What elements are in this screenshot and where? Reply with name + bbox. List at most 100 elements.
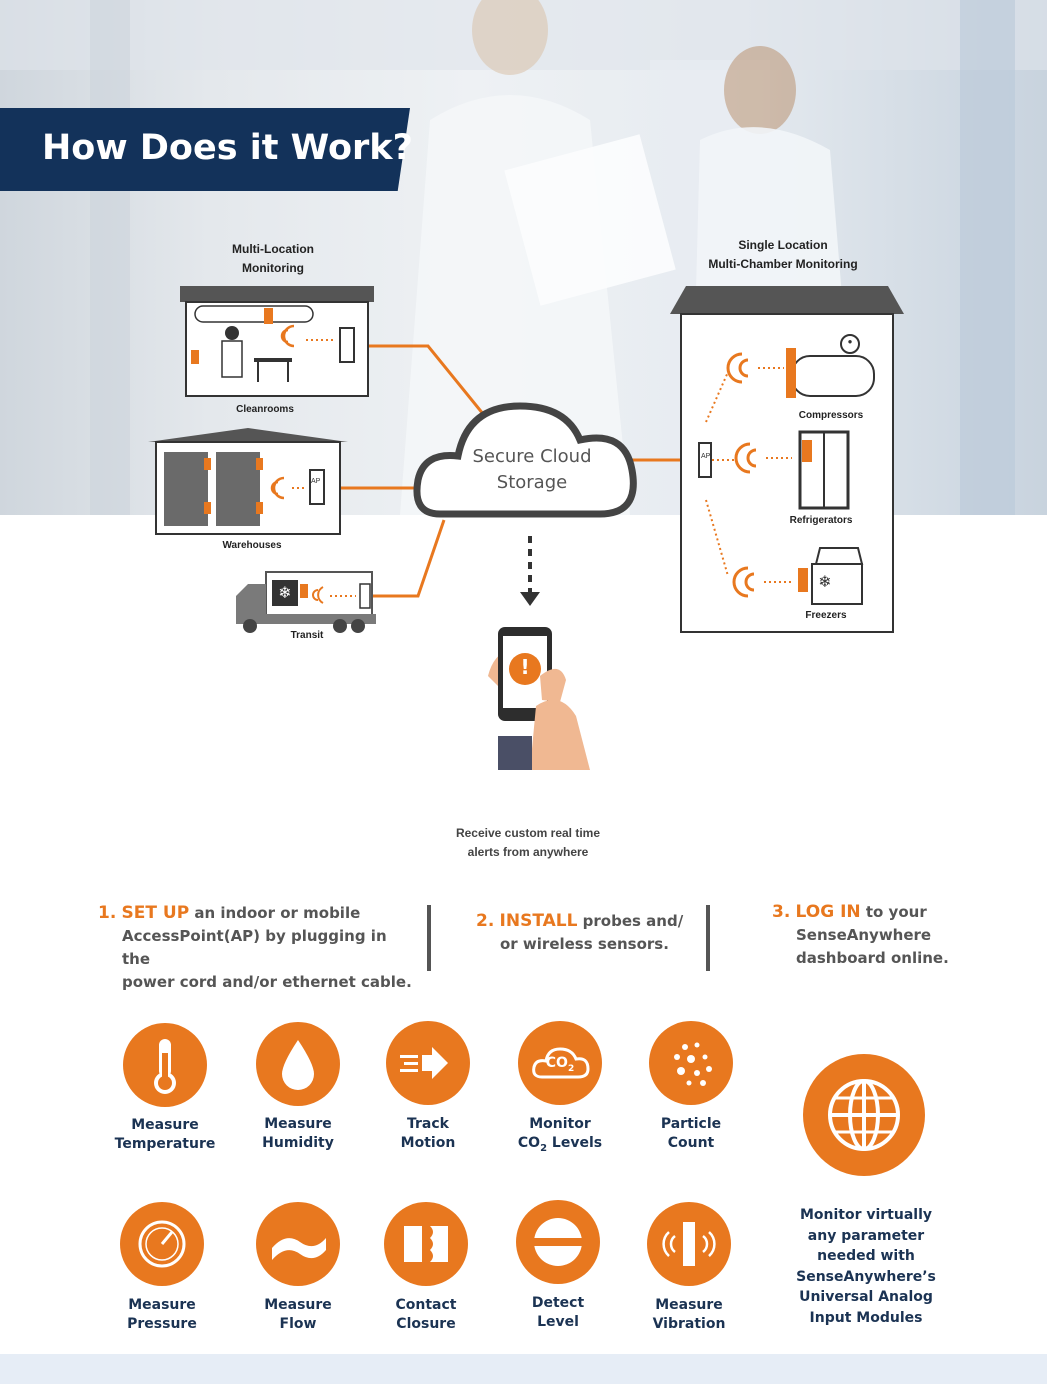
particles-icon <box>649 1021 733 1105</box>
cloud-label-line2: Storage <box>496 472 568 493</box>
wave-icon <box>256 1202 340 1286</box>
compressor-gauge-icon: ● <box>847 337 853 346</box>
title-band <box>0 108 410 191</box>
alerts-caption-line2: alerts from anywhere <box>467 845 589 859</box>
co2-label-co: CO <box>517 1135 541 1151</box>
refrigerators-label: Refrigerators <box>789 515 853 526</box>
capability-label-line2: Humidity <box>262 1135 334 1151</box>
capability-label-line2: Closure <box>396 1316 456 1332</box>
contact-icon <box>384 1202 468 1286</box>
compressors-label: Compressors <box>798 410 864 421</box>
step-setup-text3: power cord and/or ethernet cable. <box>122 973 412 991</box>
capability-label-line2: Vibration <box>652 1316 726 1332</box>
analog-caption-line: any parameter <box>807 1227 925 1244</box>
step-login-text2: SenseAnywhere <box>796 926 932 944</box>
analog-caption-line: Universal Analog <box>799 1289 933 1305</box>
step-login: 3. LOG IN to your SenseAnywhere dashboar… <box>772 901 992 970</box>
multi-location-line2: Monitoring <box>242 261 304 275</box>
gauge-icon <box>120 1202 204 1286</box>
single-location-line1: Single Location <box>738 238 828 252</box>
capability-label-line1: Particle <box>660 1116 722 1132</box>
step-divider <box>706 905 710 971</box>
transit-truck <box>236 571 376 633</box>
co2-label-sub: 2 <box>540 1142 548 1154</box>
phone-alert-illustration <box>488 627 590 770</box>
capability-label-line1: Contact <box>395 1297 457 1313</box>
co2-cloud-icon: CO2 <box>518 1021 602 1105</box>
step-install-text1: probes and/ <box>577 912 684 930</box>
cleanroom-building <box>180 286 374 397</box>
analog-caption-line: Monitor virtually <box>799 1207 933 1223</box>
capability-label-line1: Measure <box>264 1116 332 1132</box>
step-setup-text1: an indoor or mobile <box>189 904 361 922</box>
co2-glyph-sub: 2 <box>567 1063 575 1074</box>
warehouse-building <box>148 428 348 535</box>
co2-glyph: CO2 <box>518 1055 602 1074</box>
step-setup-number: 1. <box>98 903 117 923</box>
single-location-heading: Single Location Multi-Chamber Monitoring <box>683 236 883 274</box>
transit-connection-line <box>370 519 446 598</box>
capability-label-line1: Track <box>407 1116 449 1132</box>
step-login-number: 3. <box>772 902 791 922</box>
phone-alert-icon: ! <box>520 655 530 679</box>
analog-caption: Monitor virtually any parameter needed w… <box>776 1205 956 1328</box>
capability-label-line2: Temperature <box>114 1136 216 1152</box>
page-title: How Does it Work? <box>42 128 413 168</box>
step-setup-line1: 1. SET UP an indoor or mobile <box>98 902 418 925</box>
capability-label-line2: Flow <box>279 1316 317 1332</box>
step-login-text3: dashboard online. <box>796 949 949 967</box>
step-setup-keyword: SET UP <box>121 903 190 923</box>
step-install-line1: 2. INSTALL probes and/ <box>476 910 696 933</box>
capability-label-line1: Measure <box>264 1297 332 1313</box>
analog-caption-line: Input Modules <box>809 1309 923 1326</box>
transit-label: Transit <box>290 630 324 641</box>
co2-label-levels: Levels <box>547 1135 603 1151</box>
multi-location-line1: Multi-Location <box>232 242 314 256</box>
freezers-label: Freezers <box>805 610 847 621</box>
capability-label-line1: Measure <box>128 1297 196 1313</box>
cloud-shape <box>413 402 637 518</box>
capability-label-line1: Detect <box>531 1295 585 1311</box>
capability-label-line1: Measure <box>655 1297 723 1313</box>
analog-caption-line: SenseAnywhere’s <box>796 1268 936 1285</box>
motion-arrow-icon <box>386 1021 470 1105</box>
capability-label-line1: Monitor <box>529 1116 591 1132</box>
warehouse-ap-label: AP <box>311 478 321 485</box>
alerts-caption-line1: Receive custom real time <box>455 826 601 840</box>
step-login-line1: 3. LOG IN to your <box>772 901 992 924</box>
capability-label-line2: Pressure <box>127 1316 197 1332</box>
capability-label-line2: Count <box>667 1135 715 1151</box>
monitoring-diagram <box>148 286 904 770</box>
step-install-text2: or wireless sensors. <box>500 935 669 953</box>
capability-label-line2: Level <box>537 1314 579 1330</box>
cloud-label-line1: Secure Cloud <box>472 446 592 467</box>
alerts-caption: Receive custom real time alerts from any… <box>418 824 638 862</box>
step-divider <box>427 905 431 971</box>
footer-band <box>0 1354 1047 1384</box>
step-setup: 1. SET UP an indoor or mobile AccessPoin… <box>98 902 418 994</box>
warehouses-label: Warehouses <box>222 540 282 551</box>
co2-glyph-text: CO <box>545 1055 568 1071</box>
step-install: 2. INSTALL probes and/ or wireless senso… <box>476 910 696 956</box>
capability-label-line2: Motion <box>400 1135 456 1151</box>
single-location-line2: Multi-Chamber Monitoring <box>708 257 858 271</box>
capability-label-line2: CO2 Levels <box>490 1134 630 1158</box>
step-install-keyword: INSTALL <box>499 911 578 931</box>
step-setup-text2: AccessPoint(AP) by plugging in the <box>122 927 387 968</box>
truck-fan-icon: ❄ <box>278 583 292 602</box>
capability-label-line1: Measure <box>131 1117 199 1133</box>
freezer-snowflake-icon: ❄ <box>818 572 832 591</box>
step-install-number: 2. <box>476 911 495 931</box>
thermometer-icon <box>123 1023 207 1107</box>
globe-icon <box>803 1054 925 1176</box>
multi-location-heading: Multi-Location Monitoring <box>193 240 353 278</box>
cloud-label: Secure Cloud Storage <box>452 444 612 496</box>
